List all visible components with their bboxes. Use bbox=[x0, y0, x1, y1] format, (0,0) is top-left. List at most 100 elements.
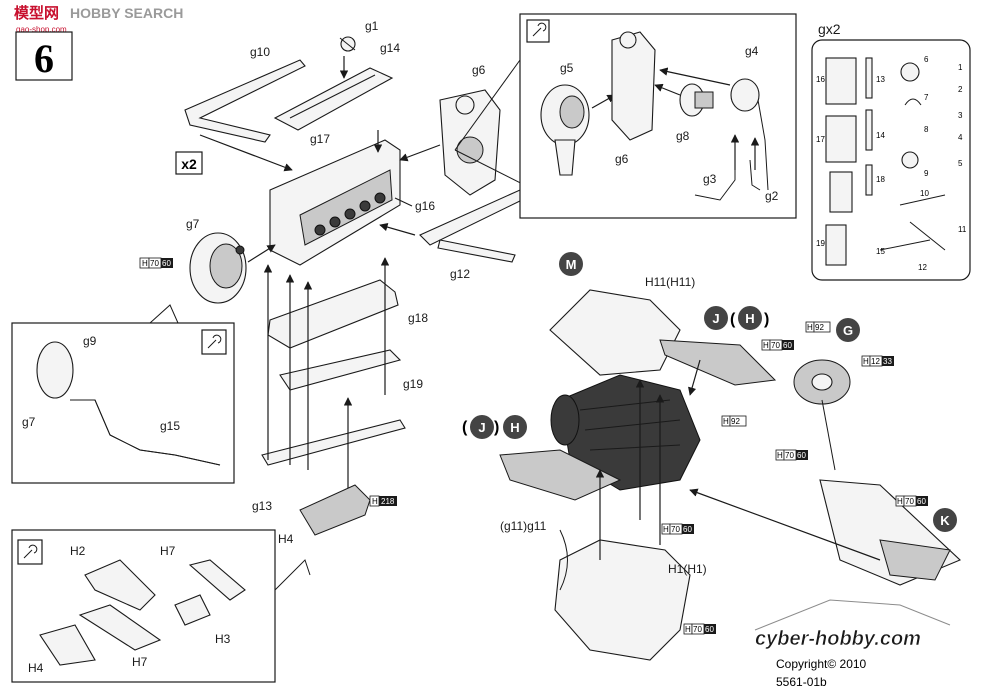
label-g12: g12 bbox=[450, 267, 470, 281]
paint-code-h: H bbox=[777, 451, 783, 460]
sprue-number: 18 bbox=[876, 175, 885, 184]
label-g9: g9 bbox=[83, 334, 97, 348]
paint-code-n1: 92 bbox=[731, 417, 740, 426]
label-g10: g10 bbox=[250, 45, 270, 59]
paint-code-p3: H 12 33 bbox=[861, 355, 894, 367]
paint-code-h: H bbox=[863, 357, 869, 366]
paint-code-n1: 70 bbox=[671, 525, 680, 534]
badge-letter: M bbox=[566, 257, 577, 272]
label-g7: g7 bbox=[186, 217, 200, 231]
paint-code-n2: 60 bbox=[683, 525, 692, 534]
label-g2: g2 bbox=[765, 189, 779, 203]
part-g4: g4 bbox=[659, 44, 769, 191]
step-number: 6 bbox=[34, 36, 54, 81]
paint-code-p5: H 70 60 bbox=[775, 449, 808, 461]
wrench-icon bbox=[201, 329, 227, 355]
part-g14: g14 bbox=[273, 41, 400, 131]
sprue-number: 7 bbox=[924, 93, 929, 102]
label-g14: g14 bbox=[380, 41, 400, 55]
part-g18: g18 bbox=[267, 279, 428, 349]
sprue-number: 2 bbox=[958, 85, 963, 94]
paint-code-p4: H 92 bbox=[721, 415, 747, 427]
sprue-number: 13 bbox=[876, 75, 885, 84]
badge-letter: K bbox=[940, 513, 950, 528]
label-g5: g5 bbox=[560, 61, 574, 75]
paint-code-n1: 70 bbox=[693, 625, 702, 634]
paint-code-h: H bbox=[685, 625, 691, 634]
sprue-number: 9 bbox=[924, 169, 929, 178]
wrench-icon bbox=[17, 539, 43, 565]
detail-box-top: g5 g6 g8 g4 g3 bbox=[454, 13, 797, 219]
paint-code-h: H bbox=[897, 497, 903, 506]
part-g13: g13 bbox=[252, 419, 406, 513]
paint-code-h: H bbox=[142, 259, 148, 268]
wheel bbox=[793, 359, 851, 471]
paint-code-p2: H 92 bbox=[805, 321, 831, 333]
label-H11: H11(H11) bbox=[645, 275, 695, 289]
label-H4: H4 bbox=[278, 532, 294, 546]
label-g8: g8 bbox=[676, 129, 690, 143]
paint-code-H4: H 218 bbox=[369, 495, 397, 507]
part-g9: g9 bbox=[36, 334, 97, 399]
paint-code-p8: H 70 60 bbox=[683, 623, 716, 635]
sprue-title: gx2 bbox=[818, 21, 841, 37]
label-g3: g3 bbox=[703, 172, 717, 186]
badge-letter: G bbox=[843, 323, 853, 338]
part-g6-detail: g6 bbox=[611, 31, 656, 166]
site-url: gao-shop.com bbox=[16, 25, 67, 34]
label-H1: H1(H1) bbox=[668, 562, 707, 576]
paint-code-h: H bbox=[663, 525, 669, 534]
wrench-icon bbox=[526, 19, 550, 43]
paint-code-p7: H 70 60 bbox=[661, 523, 694, 535]
sprue-diagram: gx2 16 13 17 14 19 18 15 12 11 bbox=[811, 21, 971, 281]
paint-code-n1: 12 bbox=[871, 357, 880, 366]
fuselage-assembly: M H11(H11) J ( H ) G bbox=[462, 252, 961, 661]
sprue-number: 3 bbox=[958, 111, 963, 120]
badge-G: G bbox=[836, 318, 860, 342]
sprue-number: 5 bbox=[958, 159, 963, 168]
label-H7b: H7 bbox=[132, 655, 148, 669]
label-g19: g19 bbox=[403, 377, 423, 391]
part-g17: g17 bbox=[199, 130, 401, 266]
label-g15: g15 bbox=[160, 419, 180, 433]
sprue-number: 17 bbox=[816, 135, 825, 144]
label-g4: g4 bbox=[745, 44, 759, 58]
site-logo: HOBBY SEARCH bbox=[70, 5, 183, 21]
sprue-number: 19 bbox=[816, 239, 825, 248]
paint-code-n2: 33 bbox=[883, 357, 892, 366]
badge-letter: J bbox=[478, 420, 485, 435]
paint-code-p6: H 70 60 bbox=[895, 495, 928, 507]
main-engine-assembly: g10 g14 g1 g17 bbox=[139, 19, 527, 546]
label-g1: g1 bbox=[365, 19, 379, 33]
paint-code-p1: H 70 60 bbox=[761, 339, 794, 351]
part-g2: g2 bbox=[749, 137, 779, 203]
paren-open: ( bbox=[730, 311, 736, 328]
label-g13: g13 bbox=[252, 499, 272, 513]
paint-code-n1: 70 bbox=[771, 341, 780, 350]
label-g11: (g11)g11 bbox=[500, 519, 547, 533]
part-g11: (g11)g11 bbox=[500, 519, 568, 591]
sprue-number: 15 bbox=[876, 247, 885, 256]
part-g6: g6 bbox=[399, 63, 501, 196]
step-badge: 6 bbox=[15, 31, 73, 81]
paint-code-h: H bbox=[372, 497, 378, 506]
paint-code-n1: 218 bbox=[381, 497, 395, 506]
label-g7-detail: g7 bbox=[22, 415, 36, 429]
badge-J-H-left: ( J ) H bbox=[462, 415, 527, 439]
badge-J-H: J ( H ) bbox=[704, 306, 769, 330]
sprue-number: 8 bbox=[924, 125, 929, 134]
label-g6-detail: g6 bbox=[615, 152, 629, 166]
part-floor-K: K bbox=[819, 479, 961, 586]
paren-close: ) bbox=[764, 311, 769, 328]
badge-M: M bbox=[559, 252, 583, 276]
brand-logo: cyber-hobby.com bbox=[755, 628, 921, 650]
sprue-numbers: 16 13 17 14 19 18 15 12 11 10 1 2 3 4 5 … bbox=[816, 55, 967, 272]
part-H1: H1(H1) bbox=[554, 539, 707, 661]
part-H4: H4 bbox=[278, 484, 371, 546]
paint-code-n2: 60 bbox=[917, 497, 926, 506]
sprue-number: 6 bbox=[924, 55, 929, 64]
detail-box-left: g9 g7 g15 bbox=[11, 304, 235, 484]
label-H4-detail: H4 bbox=[28, 661, 44, 675]
part-g1: g1 bbox=[339, 19, 379, 79]
